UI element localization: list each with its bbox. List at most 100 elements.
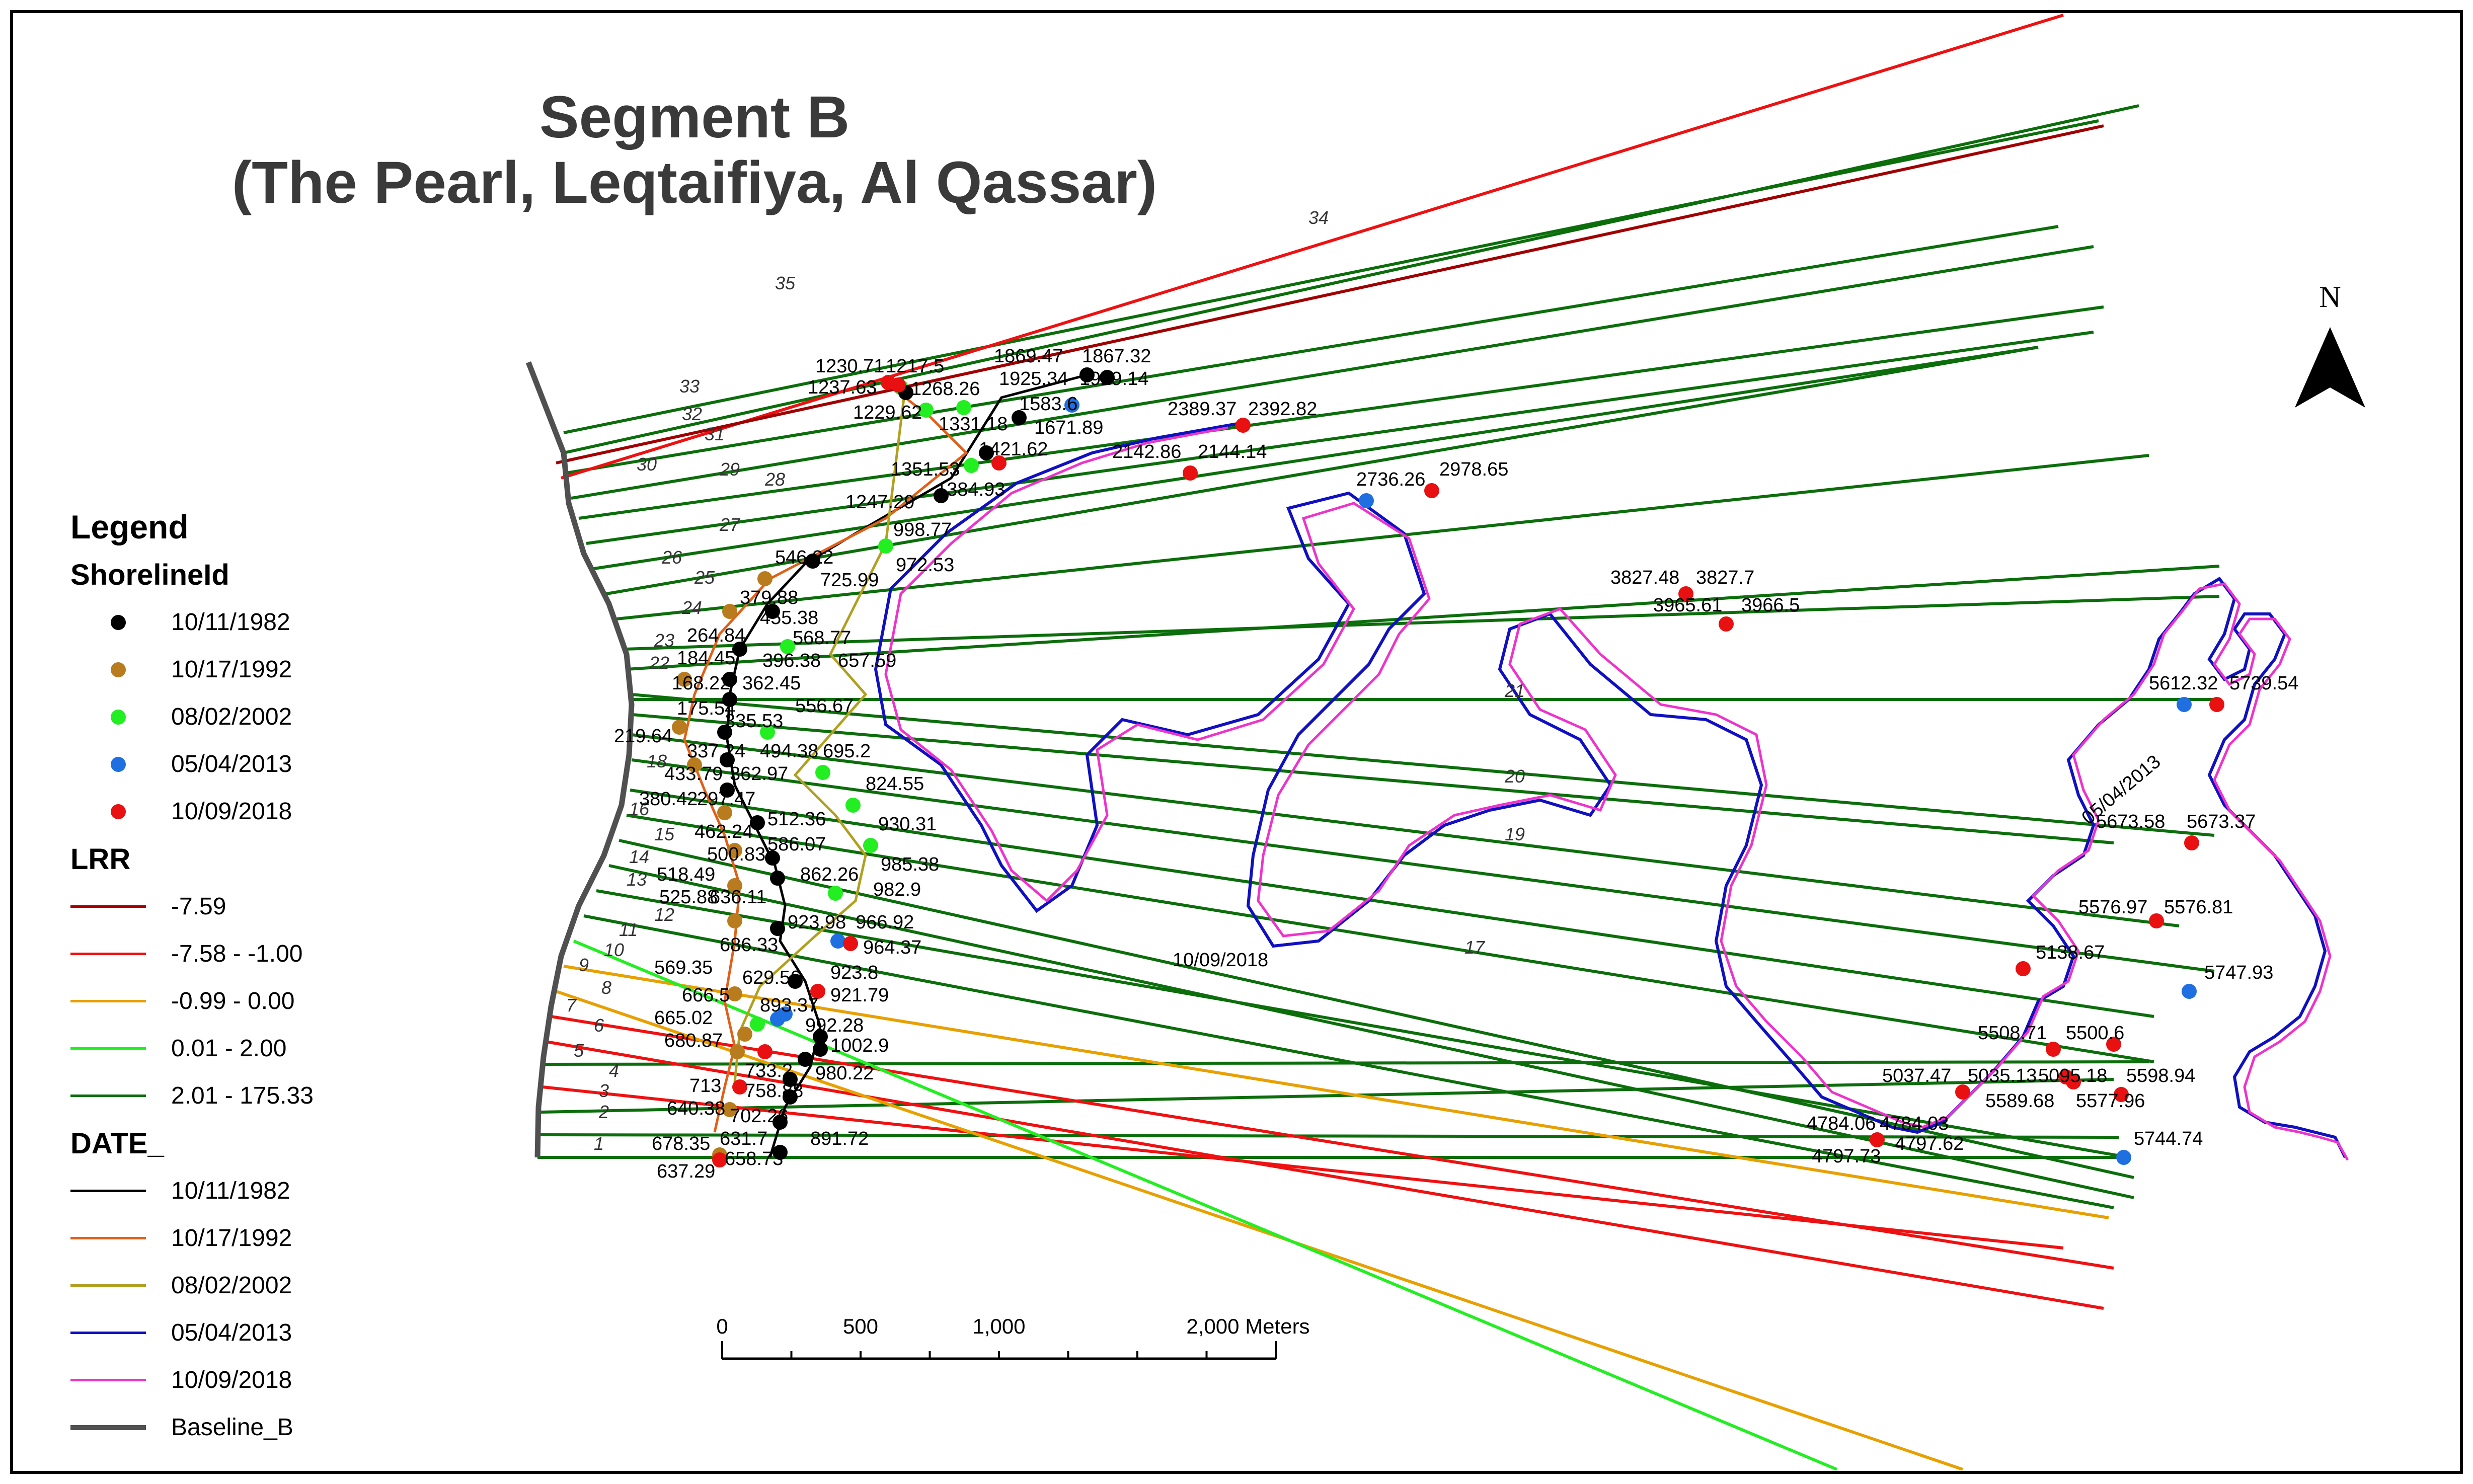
transect-number: 29: [719, 459, 740, 480]
measurement-label: 702.26: [730, 1106, 788, 1127]
legend-item: -7.59: [70, 883, 423, 930]
measurement-label: 455.38: [760, 607, 818, 629]
transect-line: [583, 914, 2114, 1209]
measurement-label: 966.92: [856, 912, 914, 933]
legend-line-swatch: [70, 1425, 146, 1430]
shoreline-point: [798, 1052, 813, 1067]
measurement-label: 930.31: [878, 814, 937, 835]
measurement-label: 640.38: [667, 1098, 725, 1119]
transect-number: 35: [775, 273, 796, 293]
shoreline-point: [891, 377, 906, 393]
shoreline-point: [1235, 418, 1251, 433]
measurement-label: 337.24: [687, 741, 745, 762]
measurement-label: 5673.58: [2096, 811, 2165, 832]
shoreline-point: [732, 1079, 747, 1095]
transect-number: 14: [629, 846, 649, 867]
measurement-label: 3827.7: [1696, 567, 1754, 588]
shoreline-point: [878, 538, 893, 554]
measurement-label: 4797.73: [1812, 1146, 1881, 1167]
measurement-label: 4784.06: [1807, 1113, 1876, 1134]
transect-number: 16: [629, 799, 650, 819]
measurement-label: 893.37: [760, 995, 818, 1016]
transect-number: 5: [574, 1040, 584, 1061]
transect-number: 17: [1464, 937, 1486, 958]
legend-item-label: 05/04/2013: [171, 1319, 292, 1346]
shoreline-2013: [874, 421, 2347, 1158]
transect-line: [573, 940, 1838, 1471]
transect-number: 27: [719, 514, 741, 535]
transect-number: 28: [764, 469, 785, 490]
transect-number: 8: [601, 977, 611, 998]
shoreline-point: [770, 871, 785, 886]
measurement-label: 862.26: [800, 864, 859, 885]
shoreline-point: [770, 921, 785, 936]
measurement-label: 636.11: [710, 887, 766, 908]
shoreline-point: [2066, 1074, 2081, 1089]
transect-number: 3: [599, 1080, 609, 1101]
measurement-label: 1869.47: [994, 346, 1063, 367]
shoreline-2018: [884, 426, 2349, 1161]
shoreline-point: [750, 1017, 765, 1032]
transect-number: 6: [594, 1015, 604, 1036]
measurement-label: 923.98: [788, 912, 846, 933]
shoreline-point: [760, 725, 775, 740]
measurement-label: 629.56: [742, 967, 801, 988]
legend-item-label: 08/02/2002: [171, 1272, 292, 1299]
legend-item: 10/11/1982: [70, 1167, 423, 1215]
measurement-label: 678.35: [652, 1133, 710, 1154]
legend-item-label: -0.99 - 0.00: [171, 988, 295, 1014]
measurement-label: 637.29: [657, 1161, 715, 1182]
shoreline-point: [765, 850, 780, 866]
shoreline-point: [732, 642, 747, 657]
measurement-label: 1230.71: [815, 356, 884, 377]
legend-item: 10/17/1992: [70, 1215, 423, 1262]
measurement-label: 5576.81: [2164, 897, 2233, 918]
shoreline-point: [956, 400, 971, 415]
measurement-label: 2978.65: [1439, 459, 1508, 480]
measurement-label: 1331.18: [939, 414, 1008, 435]
legend-item: 05/04/2013: [70, 741, 423, 788]
legend-item-label: 10/09/2018: [171, 798, 292, 825]
shoreline-point: [727, 843, 742, 858]
transect-line: [563, 965, 2109, 1219]
measurement-label: 657.59: [838, 650, 896, 671]
shoreline-point: [805, 554, 820, 569]
shoreline-point: [2016, 961, 2031, 976]
transect-number: 1: [594, 1133, 604, 1154]
shoreline-point: [828, 886, 843, 901]
legend-item-label: 0.01 - 2.00: [171, 1035, 287, 1062]
transect-line: [586, 331, 2094, 545]
measurement-label: 175.54: [677, 698, 735, 719]
shoreline-point: [2116, 1150, 2131, 1165]
transect-line: [571, 245, 2094, 500]
transect-line: [566, 225, 2059, 475]
shoreline-point: [720, 783, 735, 798]
measurement-label: 568.77: [793, 628, 851, 649]
measurement-label: 4784.03: [1880, 1113, 1949, 1134]
measurement-label: 5577.96: [2076, 1090, 2145, 1112]
legend-item: 10/11/1982: [70, 599, 423, 646]
legend-line-swatch: [70, 953, 146, 955]
transect-number: 19: [1505, 824, 1525, 844]
shoreline-point: [830, 933, 845, 949]
legend-line-swatch: [70, 905, 146, 908]
transect-number: 18: [647, 751, 667, 771]
shoreline-point: [2209, 697, 2224, 712]
shoreline-point: [772, 1115, 788, 1130]
measurement-label: 5589.68: [1985, 1090, 2054, 1112]
shoreline-point: [770, 1011, 785, 1027]
measurement-label: 494.38: [760, 741, 818, 762]
measurement-label: 396.38: [762, 650, 821, 671]
shoreline-point: [1719, 616, 1734, 632]
transect-line: [626, 565, 2220, 671]
measurement-label: 380.42: [639, 789, 698, 810]
legend-point-swatch: [111, 710, 126, 725]
shoreline-point: [810, 984, 825, 999]
legend-line-swatch: [70, 1095, 146, 1097]
legend-line-swatch: [70, 1379, 146, 1381]
measurement-label: 2392.82: [1248, 399, 1317, 420]
measurement-label: 891.72: [810, 1128, 869, 1149]
measurement-label: 1229.62: [853, 402, 922, 423]
measurement-label: 5095.18: [2038, 1065, 2107, 1086]
